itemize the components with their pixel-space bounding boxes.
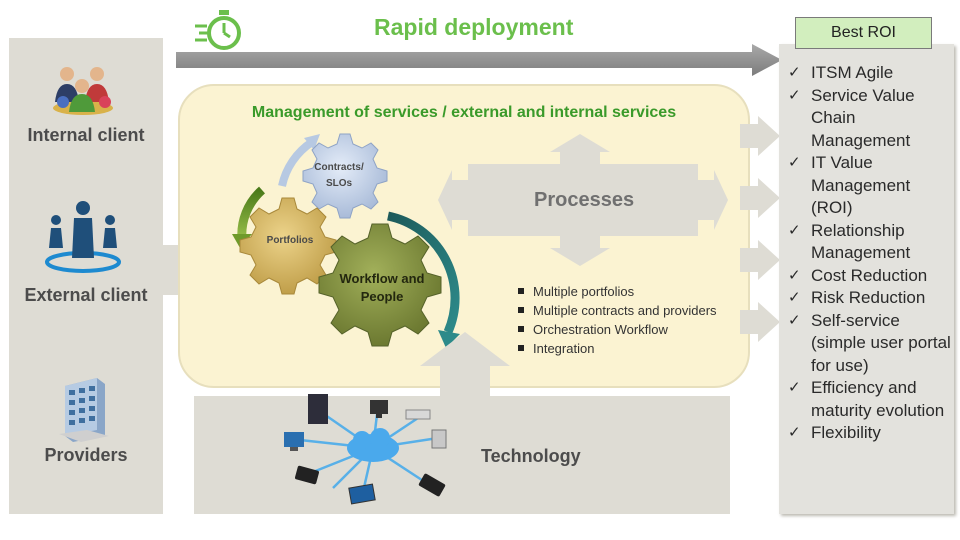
check-icon: ✓ [788,64,801,81]
check-icon: ✓ [788,311,801,329]
list-item: Multiple contracts and providers [517,301,717,320]
list-item: ✓Service Value Chain Management [788,85,915,150]
benefits-list: ✓ITSM Agile ✓Service Value Chain Managem… [783,62,951,445]
management-title: Management of services / external and in… [251,104,677,121]
processes-label: Processes [534,189,635,211]
list-item: ✓Cost Reduction [783,265,951,288]
list-item: Orchestration Workflow [517,320,717,339]
internal-client-label: Internal client [27,125,145,145]
list-item: ✓IT Value Management (ROI) [788,153,911,217]
list-item: Integration [517,339,717,358]
processes-arrows [438,134,728,266]
list-item: Multiple portfolios [517,282,717,301]
check-icon: ✓ [788,221,801,239]
best-roi-badge: Best ROI [795,17,932,49]
check-icon: ✓ [788,86,801,104]
business-people-icon [45,201,121,273]
benefits-panel: ✓ITSM Agile ✓Service Value Chain Managem… [779,44,954,514]
technology-panel: Technology [194,396,730,514]
gears-diagram [232,133,460,348]
check-icon: ✓ [788,266,801,284]
people-meeting-icon [53,67,113,115]
output-arrows [740,116,780,342]
gear-contracts-label: Contracts/ SLOs [314,162,364,189]
page-title: Rapid deployment [374,14,574,40]
technology-up-arrow [420,332,510,400]
list-item: ✓ITSM Agile [783,62,951,85]
check-icon: ✓ [788,424,801,441]
gear-portfolios-label: Portfolios [266,235,314,246]
processes-list: Multiple portfolios Multiple contracts a… [517,282,717,358]
list-item: ✓Relationship Management [788,220,911,263]
deployment-arrow [176,44,782,76]
list-item: ✓Self-service (simple user portal for us… [788,310,951,375]
stopwatch-icon [195,10,241,50]
check-icon: ✓ [788,154,801,171]
office-building-icon [59,378,109,442]
gear-workflow-label: Workflow and People [339,271,425,304]
providers-label: Providers [44,445,128,465]
list-item: ✓Efficiency and maturity evolution [788,378,945,420]
check-icon: ✓ [788,379,801,396]
technology-label: Technology [481,446,581,466]
check-icon: ✓ [788,289,801,306]
list-item: ✓Risk Reduction [783,287,951,310]
external-client-label: External client [24,285,148,305]
cloud-network-icon [284,394,447,505]
list-item: ✓Flexibility [783,422,951,445]
clients-panel: Internal client External client Provider… [9,38,163,514]
